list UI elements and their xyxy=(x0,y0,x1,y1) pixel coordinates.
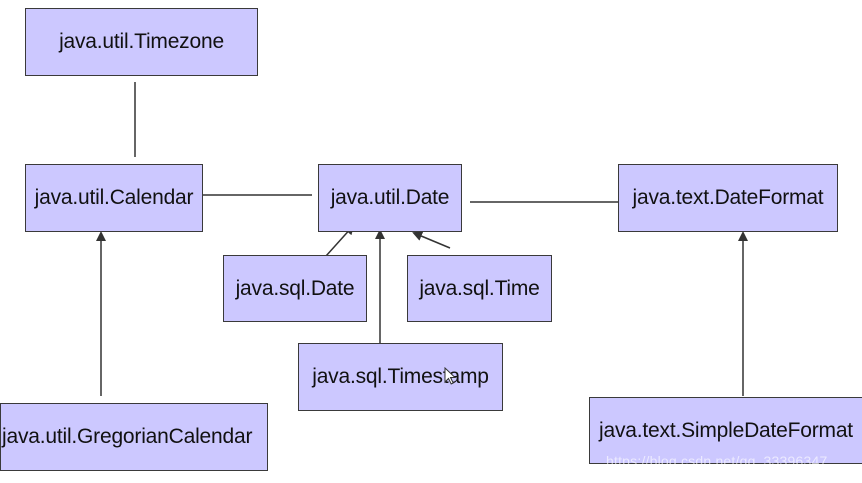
watermark-url: https://blog.csdn.net/qq_33396347 xyxy=(606,453,828,469)
class-label: java.sql.Time xyxy=(419,276,540,300)
mouse-pointer-icon xyxy=(444,367,456,385)
class-box-java-sql-timestamp: java.sql.Timestamp xyxy=(298,343,503,411)
class-box-java-sql-time: java.sql.Time xyxy=(407,255,552,322)
class-label: java.sql.Timestamp xyxy=(312,365,489,388)
class-box-java-sql-date: java.sql.Date xyxy=(223,255,367,322)
class-box-java-text-simpledateformat: java.text.SimpleDateFormat xyxy=(589,397,862,464)
class-label: java.sql.Date xyxy=(235,276,355,300)
class-label: java.util.GregorianCalendar xyxy=(2,425,253,448)
class-label: java.util.Calendar xyxy=(34,186,194,209)
arrow-sql-time-to-util-date xyxy=(412,231,451,249)
class-label: java.text.DateFormat xyxy=(632,186,824,209)
class-box-java-util-date: java.util.Date xyxy=(318,164,462,232)
class-label: java.text.SimpleDateFormat xyxy=(599,418,853,442)
class-box-java-text-dateformat: java.text.DateFormat xyxy=(618,164,838,232)
class-box-java-util-timezone: java.util.Timezone xyxy=(25,8,258,76)
class-box-java-util-gregoriancalendar: java.util.GregorianCalendar xyxy=(0,403,268,471)
class-label: java.util.Date xyxy=(330,186,450,209)
class-label: java.util.Timezone xyxy=(59,30,224,53)
class-box-java-util-calendar: java.util.Calendar xyxy=(25,164,203,232)
